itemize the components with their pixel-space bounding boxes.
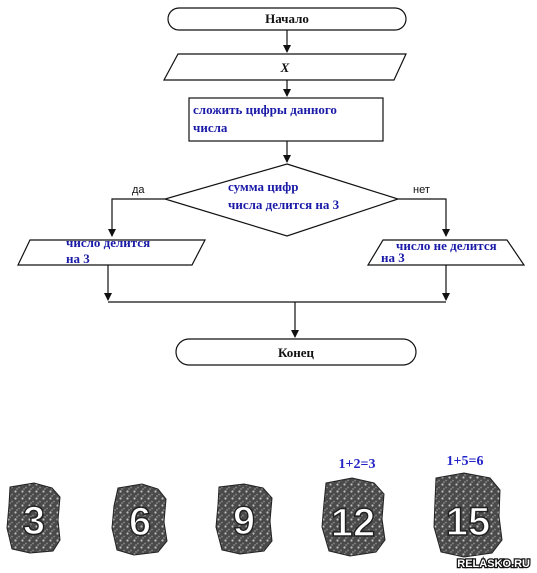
number-tile-3: 3 [6, 482, 61, 554]
input-label: X [280, 60, 290, 75]
number-tile-12: 12 [321, 477, 386, 557]
no-branch-label: нет [413, 184, 430, 196]
yes-output-parallelogram [17, 239, 206, 266]
process-box [188, 97, 384, 142]
arrow-decision-to-yes [108, 198, 165, 237]
start-label: Начало [265, 11, 309, 26]
decision-diamond [162, 163, 400, 237]
number-tile-9: 9 [215, 483, 273, 555]
number-tile-6: 6 [111, 483, 168, 556]
watermark: RELASKO.RU [457, 558, 530, 570]
no-output-line1: число не делится [396, 238, 497, 253]
end-terminator [175, 338, 417, 366]
yes-branch-label: да [132, 184, 145, 196]
equation-15: 1+5=6 [447, 454, 484, 469]
no-output-parallelogram [366, 239, 526, 266]
equation-12: 1+2=3 [339, 457, 376, 472]
no-output-line2: на 3 [381, 250, 405, 265]
decision-label-line2: числа делится на 3 [228, 197, 340, 212]
number-3: 3 [23, 499, 45, 543]
number-tile-15: 15 [433, 472, 503, 558]
decision-label-line1: сумма цифр [228, 179, 299, 194]
number-15: 15 [446, 500, 491, 544]
input-parallelogram [162, 53, 407, 81]
number-12: 12 [331, 501, 376, 545]
yes-output-line1: число делится [66, 235, 150, 250]
arrow-decision-to-no [398, 198, 450, 237]
yes-output-line2: на 3 [66, 251, 90, 266]
process-label-line1: сложить цифры данного [193, 102, 337, 117]
process-label-line2: числа [193, 120, 228, 135]
number-9: 9 [233, 499, 255, 543]
end-label: Конец [278, 345, 315, 360]
number-6: 6 [129, 500, 151, 544]
